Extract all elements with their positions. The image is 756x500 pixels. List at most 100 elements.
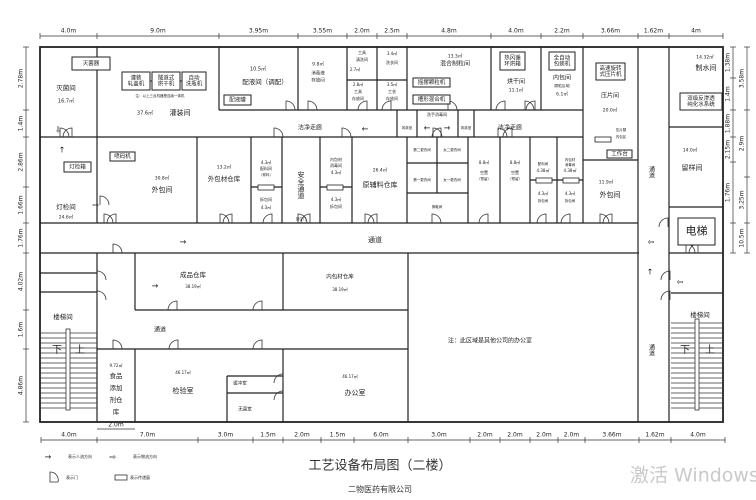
rooms-sterilization-label: 灭菌间 xyxy=(56,83,76,92)
door-icon xyxy=(495,100,506,111)
equipment-box: 灯检箱 xyxy=(63,161,92,173)
door-icon xyxy=(252,339,263,350)
dimension-label: 3.0m xyxy=(431,432,447,439)
door-icon xyxy=(106,213,117,224)
rooms-water-making-label: 14.32㎡ xyxy=(696,54,714,61)
door-icon xyxy=(273,390,284,401)
dimension-label: 1.4m xyxy=(725,86,732,102)
door-icon xyxy=(99,195,110,206)
rooms-changing-label: 女一更衣间 xyxy=(443,177,461,182)
dimension-label: 7.0m xyxy=(140,432,156,439)
equipment-label: 灌装 xyxy=(130,74,142,82)
stair-handrail xyxy=(65,328,71,411)
equipment-label: 灯检箱 xyxy=(69,163,86,171)
equipment: 灭菌器灌装轧盖机隧道式烘干机自动洗瓶机配液罐喷码机灯检箱摇摆颗粒机槽形混合机热风… xyxy=(63,51,723,246)
pass-window-icon xyxy=(326,184,344,191)
rooms-stairwell-label: 下 xyxy=(680,345,690,356)
rooms-passage-label: 通道 xyxy=(154,326,166,334)
rooms-buffer-label: 缓冲室 xyxy=(233,380,247,387)
rooms-finished-goods-store-label: 成品仓库 xyxy=(180,270,207,279)
door-icon xyxy=(431,213,442,224)
rooms-filling-label: 灌装间 xyxy=(170,108,191,117)
dimension-label: 3.0m xyxy=(218,432,234,439)
dimension-label: 1.5m xyxy=(330,432,346,439)
equipment-label: 灭菌器 xyxy=(83,59,100,67)
rooms-tool-wash-label: 清洗间 xyxy=(356,56,368,62)
pass-window-icon xyxy=(257,184,275,191)
rooms-outer-packing-label: 外包间 xyxy=(152,185,173,194)
rooms-unpacking-label: 4.3㎡ xyxy=(331,196,341,202)
rooms-stairwell-label: 下 xyxy=(52,345,62,356)
rooms-tool-wash-label: 2.7㎡ xyxy=(350,66,360,72)
door-icon xyxy=(297,213,308,224)
door-icon xyxy=(167,300,178,311)
dimension-label: 4.86m xyxy=(18,376,25,395)
equipment-box: 电梯 xyxy=(677,217,716,246)
door-icon xyxy=(59,127,70,138)
doors xyxy=(49,100,699,483)
rooms-office-label: 办公室 xyxy=(345,388,366,397)
equipment-label: 烘干机 xyxy=(158,80,175,88)
door-icon xyxy=(599,213,610,224)
door-icon xyxy=(560,213,571,224)
rooms-food-additive-store-label: 剂仓 xyxy=(110,395,124,404)
rooms-uniform-store-label: 存放间 xyxy=(386,95,398,101)
door-icon xyxy=(431,127,442,138)
rooms-tableting-label: 20.0㎡ xyxy=(603,107,618,114)
rooms-unpacking-label: 拆包间 xyxy=(565,198,576,203)
rooms-sample-retention-label: 14.0㎡ xyxy=(683,147,698,154)
rooms-changing-label: 第一更衣间 xyxy=(413,177,431,182)
legend-material-flow-label: 表示物流方向 xyxy=(133,453,157,459)
rooms-air-shower-label: 风淋室 xyxy=(461,125,472,130)
rooms-liquid-prep-label: 配液间（调配） xyxy=(242,77,288,86)
dimension-label: 2.0m xyxy=(354,28,370,35)
dimension-label: 3.66m xyxy=(601,28,620,35)
rooms-weighing-label: 配料间 xyxy=(260,165,272,171)
equipment-line-note-label: 注：以上三台机器是连续一体机 xyxy=(136,93,185,98)
equipment-box: 灭菌器 xyxy=(71,56,111,71)
rooms-uniform-store-label: 工衣 xyxy=(388,88,396,94)
rooms-laundry-label: 3.4㎡ xyxy=(387,50,397,56)
rooms-unpacking-label: 4.3㎡ xyxy=(565,190,575,196)
rooms-raw-material-store-label: 26.4㎡ xyxy=(373,167,388,174)
door-icon xyxy=(381,100,392,111)
equipment-label: 槽形混合机 xyxy=(418,95,446,103)
rooms-note-label: 注：此区域是其他公司的办公室 xyxy=(448,337,532,345)
rooms-raw-material-store-label: 原辅料仓库 xyxy=(363,180,398,189)
rooms-tool-store-label: 存放间 xyxy=(352,95,364,101)
rooms-stairwell-label: 楼梯间 xyxy=(53,312,73,321)
door-icon xyxy=(478,213,489,224)
rooms-outer-packing-2-label: 11.9㎡ xyxy=(599,179,614,186)
company-label: 二物医药有限公司 xyxy=(348,484,412,494)
equipment-label: 包装机 xyxy=(554,60,571,68)
person-flow-arrow-icon: ↑ xyxy=(647,268,654,277)
door-icon xyxy=(536,213,547,224)
equipment-label: 高速旋转 xyxy=(599,64,622,72)
rooms-inner-material-disinfect-2-label: 4.38㎡ xyxy=(564,167,577,173)
rooms-unpacking-label: 4.3㎡ xyxy=(538,190,548,196)
dimension-label: 1.76m xyxy=(18,228,25,247)
person-flow-arrow-icon: → xyxy=(45,453,52,462)
door-icon xyxy=(307,100,318,111)
door-icon xyxy=(357,100,368,111)
rooms-vacant-label: 空置 xyxy=(511,169,519,175)
rooms-food-additive-store-label: 库 xyxy=(113,407,120,416)
rooms-food-additive-store-label: 添加 xyxy=(110,383,123,392)
rooms-inner-material-disinfect-label: 4.3㎡ xyxy=(331,169,341,175)
door-icon xyxy=(168,339,179,350)
rooms-inner-packing-store-label: 38.19㎡ xyxy=(332,286,347,292)
material-flow-arrow-icon: ⇩ xyxy=(55,126,62,135)
rooms-disinfectant-store-label: 9.8㎡ xyxy=(312,61,324,68)
rooms-outer-packing-label: 30.8㎡ xyxy=(155,175,170,182)
material-flow-arrow-icon: ⇨ xyxy=(93,201,100,210)
rooms-sterile-label: 无菌室 xyxy=(238,406,252,413)
equipment-label: 隧道式 xyxy=(158,74,175,82)
dimension-label: 2.15m xyxy=(725,140,732,159)
rooms-stairwell-label: 上 xyxy=(705,344,715,356)
dimension-label: 2.0m xyxy=(108,422,124,429)
door-icon xyxy=(525,100,536,111)
door-icon xyxy=(252,300,263,311)
rooms-unpacking-label: 拆包间 xyxy=(330,203,342,209)
rooms-drying-label: 11.1㎡ xyxy=(509,87,524,94)
door-icon xyxy=(432,127,443,138)
